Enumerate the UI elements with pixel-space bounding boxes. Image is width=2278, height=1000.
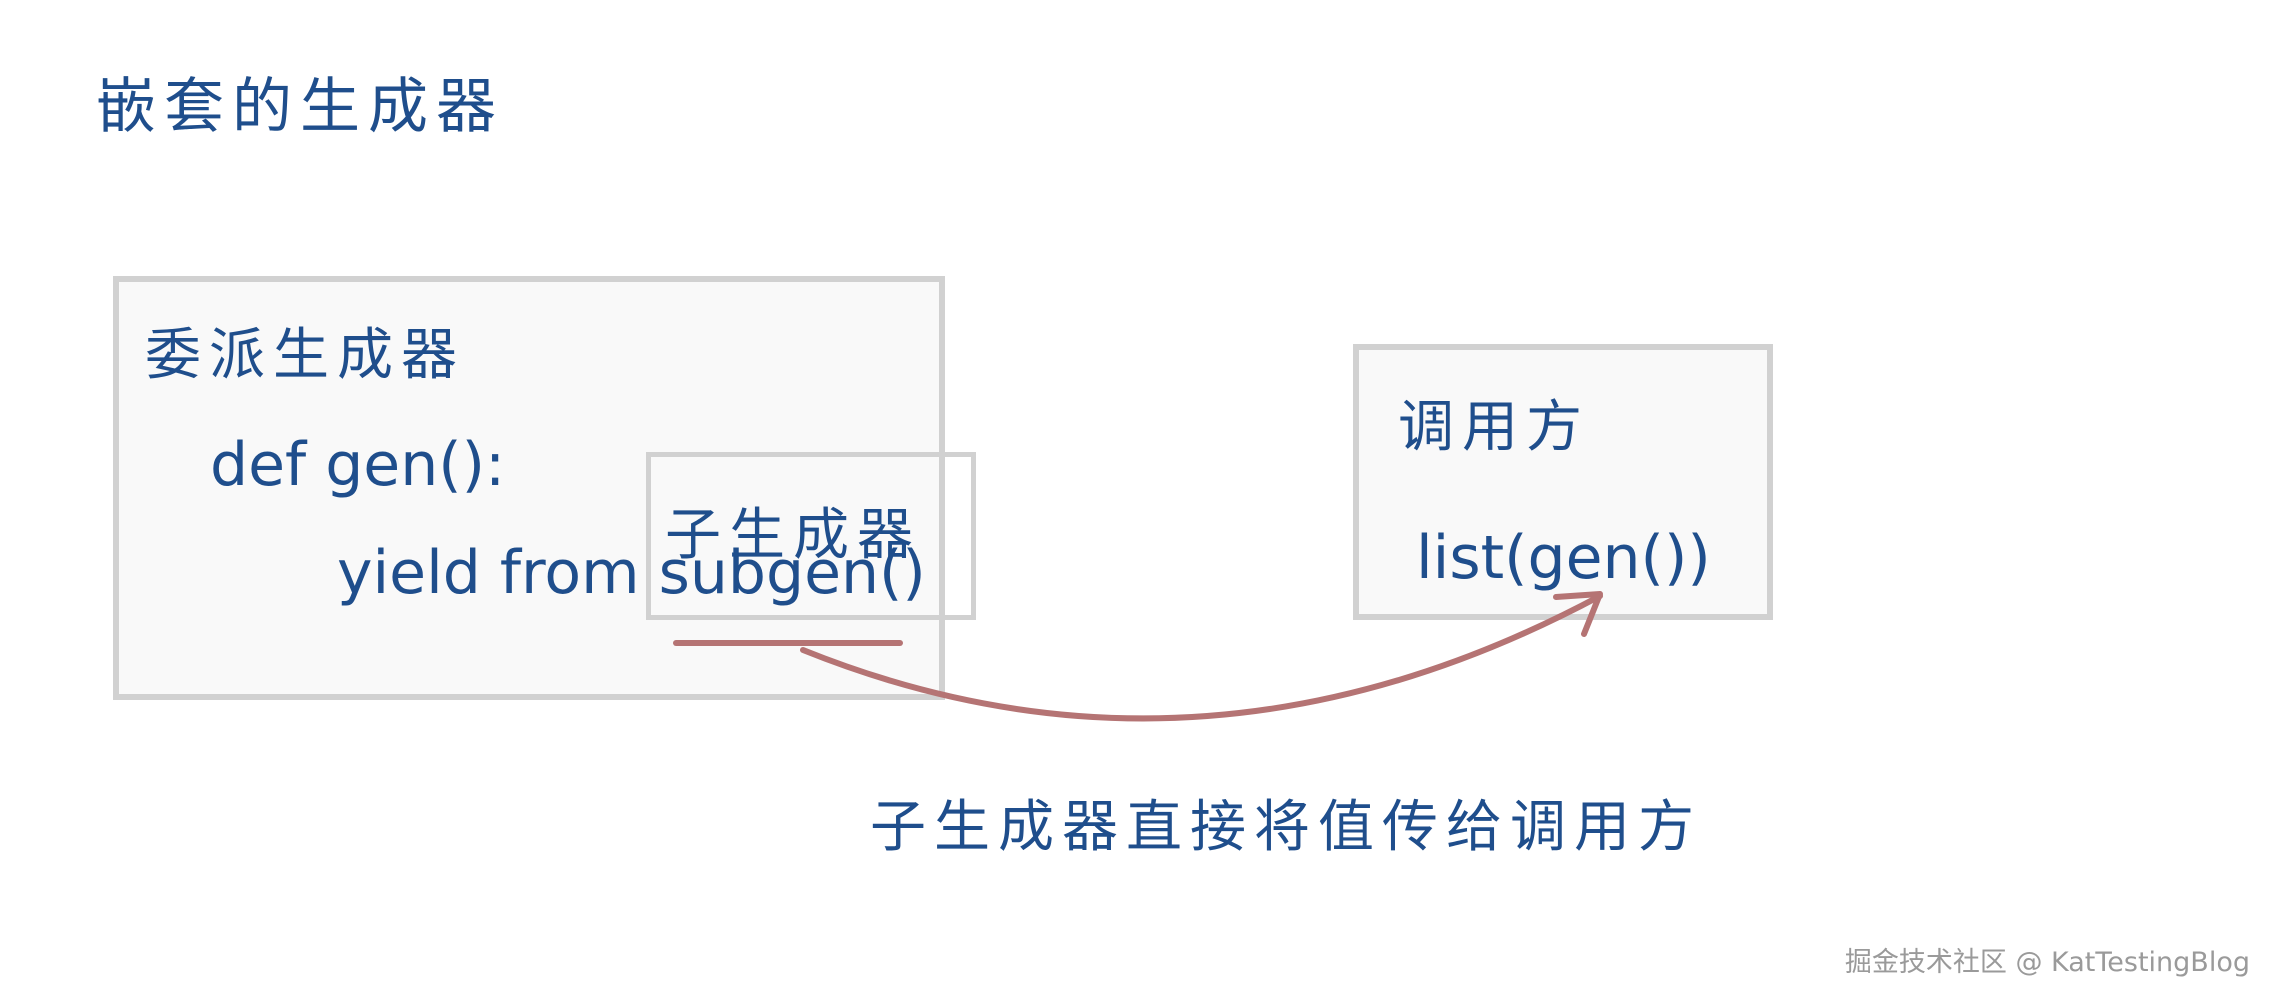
watermark: 掘金技术社区 @ KatTestingBlog: [1844, 947, 2250, 978]
subgenerator-label: 子生成器: [665, 503, 921, 568]
delegating-generator-label: 委派生成器: [145, 323, 465, 388]
code-line-def: def gen():: [210, 430, 506, 500]
caller-code: list(gen()): [1416, 523, 1711, 593]
arrow-caption: 子生成器直接将值传给调用方: [870, 795, 1702, 860]
delegating-generator-box: [113, 276, 945, 700]
caller-label: 调用方: [1398, 395, 1590, 460]
diagram-title: 嵌套的生成器: [96, 72, 504, 142]
